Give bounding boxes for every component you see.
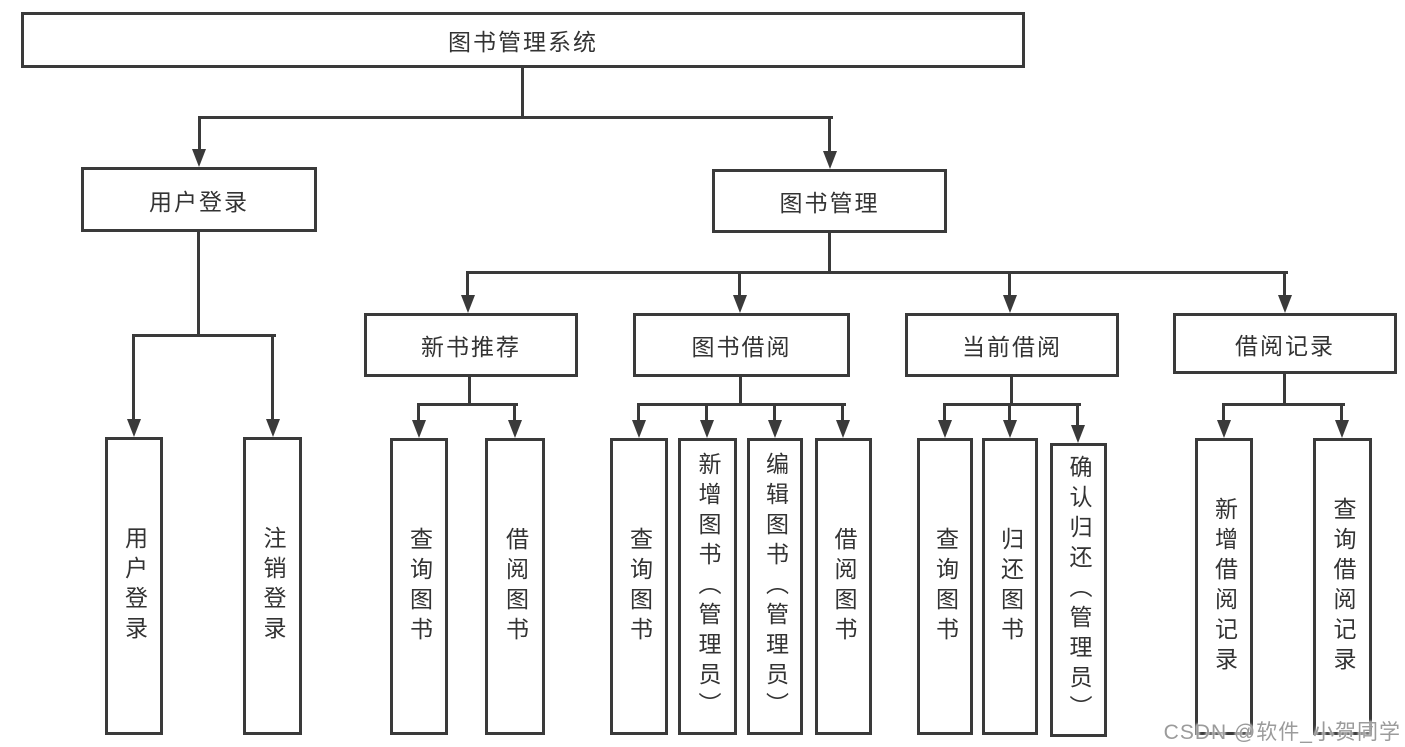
connector-g1-hline [132,334,276,337]
arrowhead-g5c2 [1335,420,1349,438]
connector-borrow-stem [738,271,741,298]
arrowhead-g4c1 [938,420,952,438]
leaf-user-login: 用户登录 [105,437,163,735]
arrowhead-records [1278,295,1292,313]
connector-g3-hline [637,403,846,406]
connector-g4-hline [943,403,1081,406]
node-book-management: 图书管理 [712,169,947,233]
leaf-query-book-3: 查询图书 [917,438,973,735]
leaf-borrow-book-2: 借阅图书 [815,438,872,735]
arrowhead-g2c1 [412,420,426,438]
arrowhead-g4c2 [1003,420,1017,438]
node-user-login: 用户登录 [81,167,317,232]
node-book-borrow: 图书借阅 [633,313,850,377]
arrowhead-book-mgmt [823,151,837,169]
leaf-confirm-return-admin: 确认归还（管理员） [1050,443,1107,737]
leaf-edit-book-admin: 编辑图书（管理员） [747,438,803,735]
arrowhead-g3c3 [768,420,782,438]
leaf-logout: 注销登录 [243,437,302,735]
arrowhead-g3c2 [700,420,714,438]
arrowhead-g1c1 [127,419,141,437]
arrowhead-newbook [461,295,475,313]
leaf-add-borrow-record: 新增借阅记录 [1195,438,1253,735]
connector-level2-hline [198,116,833,119]
arrowhead-borrow [733,295,747,313]
arrowhead-g3c4 [836,420,850,438]
leaf-return-book: 归还图书 [982,438,1038,735]
connector-g4-down-stem [1010,377,1013,406]
connector-records-stem [1283,271,1286,298]
leaf-query-book-1: 查询图书 [390,438,448,735]
connector-g3c1-stem [637,403,640,422]
connector-g1c1-stem [132,334,135,422]
connector-g3c4-stem [841,403,844,422]
connector-g3c2-stem [705,403,708,422]
leaf-query-book-2: 查询图书 [610,438,668,735]
connector-g4c1-stem [943,403,946,422]
connector-current-stem [1008,271,1011,298]
connector-root-stem [521,68,524,119]
arrowhead-g4c3 [1071,425,1085,443]
node-current-borrow: 当前借阅 [905,313,1119,377]
arrowhead-g1c2 [266,419,280,437]
connector-g3c3-stem [773,403,776,422]
connector-g2-hline [417,403,518,406]
leaf-query-borrow-record: 查询借阅记录 [1313,438,1372,735]
connector-g4c2-stem [1008,403,1011,422]
leaf-borrow-book-1: 借阅图书 [485,438,545,735]
connector-g2c2-stem [513,403,516,422]
connector-g3-down-stem [739,377,742,406]
connector-level3-hline [466,271,1288,274]
connector-book-mgmt-stem [828,116,831,154]
connector-newbook-stem [466,271,469,298]
connector-g2c1-stem [417,403,420,422]
connector-g5c1-stem [1222,403,1225,422]
connector-g4c3-stem [1076,403,1079,427]
node-borrow-records: 借阅记录 [1173,313,1397,374]
connector-g5-down-stem [1283,374,1286,406]
connector-user-login-stem [198,116,201,152]
connector-g5c2-stem [1340,403,1343,422]
connector-g1-down-stem [197,232,200,337]
arrowhead-g2c2 [508,420,522,438]
arrowhead-user-login [192,149,206,167]
node-root: 图书管理系统 [21,12,1025,68]
connector-bm-down-stem [828,233,831,274]
connector-g5-hline [1222,403,1345,406]
connector-g2-down-stem [468,377,471,406]
node-new-book-recommend: 新书推荐 [364,313,578,377]
watermark: CSDN @软件_小贺同学 [1163,721,1401,744]
leaf-add-book-admin: 新增图书（管理员） [678,438,737,735]
arrowhead-g3c1 [632,420,646,438]
arrowhead-current [1003,295,1017,313]
connector-g1c2-stem [271,334,274,422]
arrowhead-g5c1 [1217,420,1231,438]
